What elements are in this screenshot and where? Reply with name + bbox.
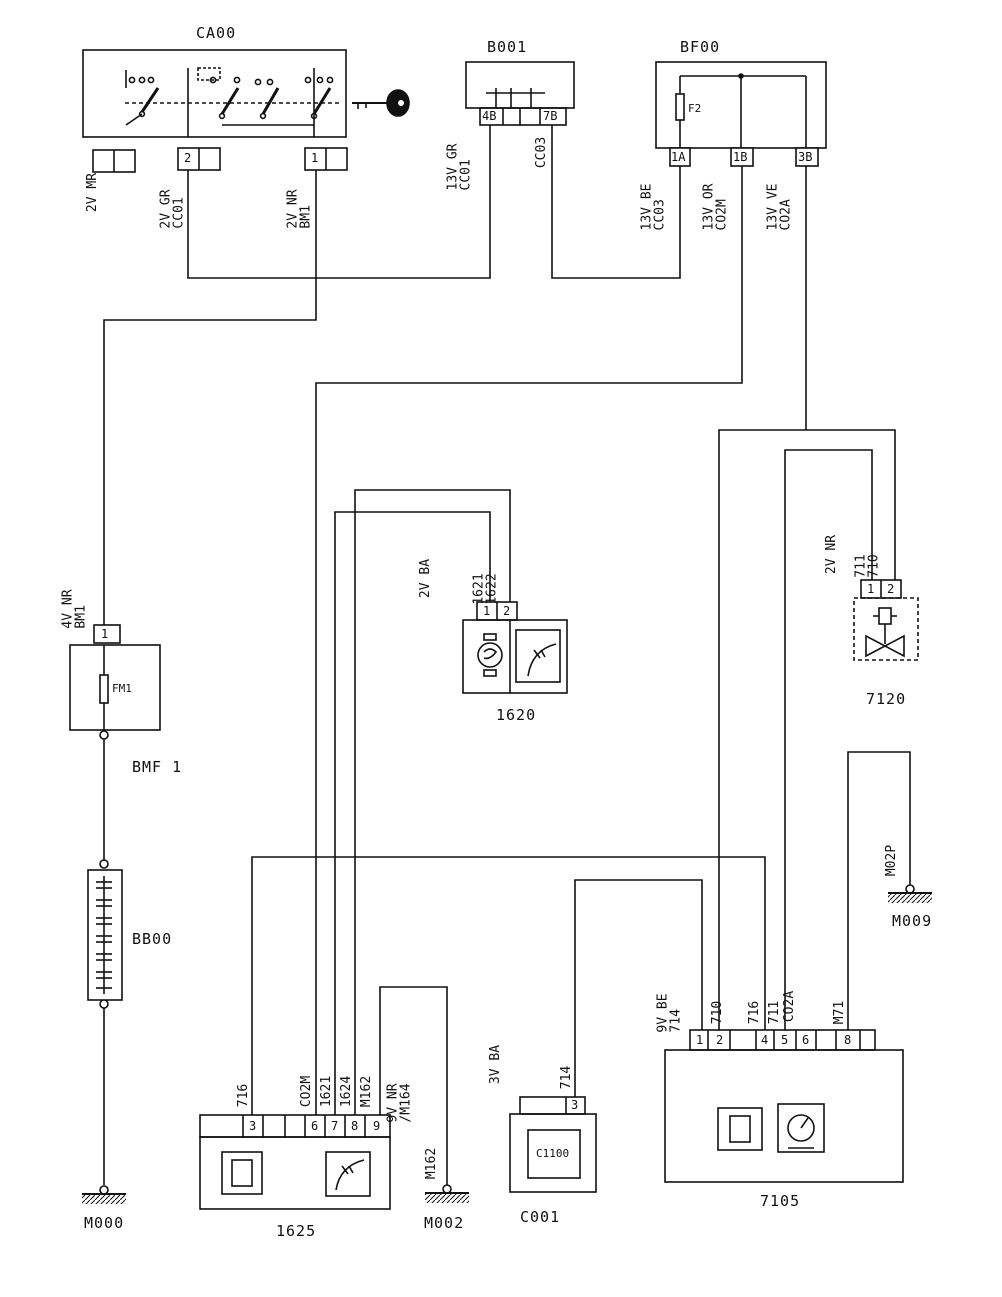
wire-label-7105-5: 711 [767, 1000, 783, 1025]
wire-label-7120-conn: 711 710 [853, 554, 882, 578]
wire-label-b001-4b: 13V GR CC01 [445, 143, 474, 191]
pin-1620-1: 1 [483, 604, 491, 618]
wire-label-1625-7: 1621 [319, 1075, 335, 1108]
wire-label-1620-conn: 1621 1622 [471, 573, 500, 605]
wire-label-bf00-1b: 13V OR CO2M [701, 183, 730, 231]
c7105-component [664, 1029, 904, 1183]
connector-text-c001: 3V BA [488, 1044, 504, 1085]
label-7105: 7105 [760, 1192, 801, 1210]
label-b001: B001 [487, 38, 528, 56]
pin-1625-6: 6 [311, 1119, 319, 1133]
bf00-fuse-box [655, 61, 827, 167]
c7120-component [853, 579, 919, 661]
c1620-component [462, 601, 568, 694]
label-7120: 7120 [866, 690, 907, 708]
wire-label-1625-8: 1624 [339, 1075, 355, 1108]
ca00-ignition-switch [82, 49, 348, 173]
pin-7105-2: 2 [716, 1033, 724, 1047]
wire-label-ca00-nr: 2V NR BM1 [285, 189, 314, 229]
pin-ca00-1: 1 [311, 151, 319, 165]
pin-1620-2: 2 [503, 604, 511, 618]
key-icon [352, 89, 410, 117]
label-bf00: BF00 [680, 38, 721, 56]
m002-ground [425, 1184, 469, 1203]
pin-7105-6: 6 [802, 1033, 810, 1047]
pin-7120-1: 1 [867, 582, 875, 596]
wire-label-m002-wire: 9V NR /M164 [385, 1083, 414, 1123]
c1625-ecu [199, 1114, 391, 1210]
wire-label-bf00-1a: 13V BE CC03 [639, 183, 668, 231]
label-c001: C001 [520, 1208, 561, 1226]
label-fuse-f2: F2 [688, 102, 702, 115]
m009-ground [888, 884, 932, 903]
label-ca00: CA00 [196, 24, 237, 42]
wire-label-ca00-mr: 2V MR [85, 172, 101, 213]
label-bmf1: BMF 1 [132, 758, 183, 776]
pin-b001-7b: 7B [543, 109, 558, 123]
pin-1625-3: 3 [249, 1119, 257, 1133]
wire-label-7105-4: 716 [747, 1000, 763, 1025]
label-bb00: BB00 [132, 930, 173, 948]
pin-7105-5: 5 [781, 1033, 789, 1047]
wire-label-m002-end: M162 [424, 1147, 440, 1180]
bmf1-fuse-box [69, 624, 161, 740]
wire-label-c001-3: 714 [559, 1065, 575, 1090]
pin-bf00-3b: 3B [798, 150, 813, 164]
label-m009: M009 [892, 912, 933, 930]
upper-wires [103, 125, 911, 1185]
wire-label-ca00-gr: 2V GR CC01 [158, 189, 187, 229]
label-fuse-fm1: FM1 [112, 682, 132, 695]
label-chip-c1100: C1100 [536, 1147, 570, 1160]
pin-7105-1: 1 [696, 1033, 704, 1047]
pin-1625-8: 8 [351, 1119, 359, 1133]
label-1625: 1625 [276, 1222, 317, 1240]
wire-label-1625-9: M162 [359, 1075, 375, 1108]
pin-ca00-2: 2 [184, 151, 192, 165]
pin-1625-9: 9 [373, 1119, 381, 1133]
pin-1625-7: 7 [331, 1119, 339, 1133]
pin-7105-4: 4 [761, 1033, 769, 1047]
c001-component [509, 1096, 597, 1193]
wire-label-m009-wire: M02P [884, 844, 900, 877]
label-1620: 1620 [496, 706, 537, 724]
wire-label-7105-6: CO2A [782, 990, 798, 1023]
wire-label-bmf1-in: 4V NR BM1 [60, 589, 89, 629]
pin-7105-8: 8 [844, 1033, 852, 1047]
label-m002: M002 [424, 1214, 465, 1232]
m000-ground [82, 1185, 126, 1204]
wire-label-b001-7b: CC03 [534, 136, 550, 169]
b001-component [465, 61, 575, 126]
pin-bf00-1b: 1B [733, 150, 748, 164]
wire-label-7105-2: 710 [710, 1000, 726, 1025]
wire-label-1625-6: CO2M [299, 1075, 315, 1108]
bb00-battery [87, 859, 123, 1009]
wire-label-7105-conn: 9V BE 714 [655, 993, 684, 1033]
wire-label-1625-3: 716 [236, 1083, 252, 1108]
connector-text-1620: 2V BA [418, 558, 434, 599]
wire-label-7105-8: M71 [832, 1000, 848, 1025]
pin-c001-3: 3 [571, 1098, 579, 1112]
connector-text-7120: 2V NR [824, 534, 840, 575]
label-m000: M000 [84, 1214, 125, 1232]
pin-bmf1-1: 1 [101, 627, 109, 641]
pin-b001-4b: 4B [482, 109, 497, 123]
pin-bf00-1a: 1A [671, 150, 686, 164]
pin-7120-2: 2 [887, 582, 895, 596]
wire-label-bf00-3b: 13V VE CO2A [765, 183, 794, 231]
